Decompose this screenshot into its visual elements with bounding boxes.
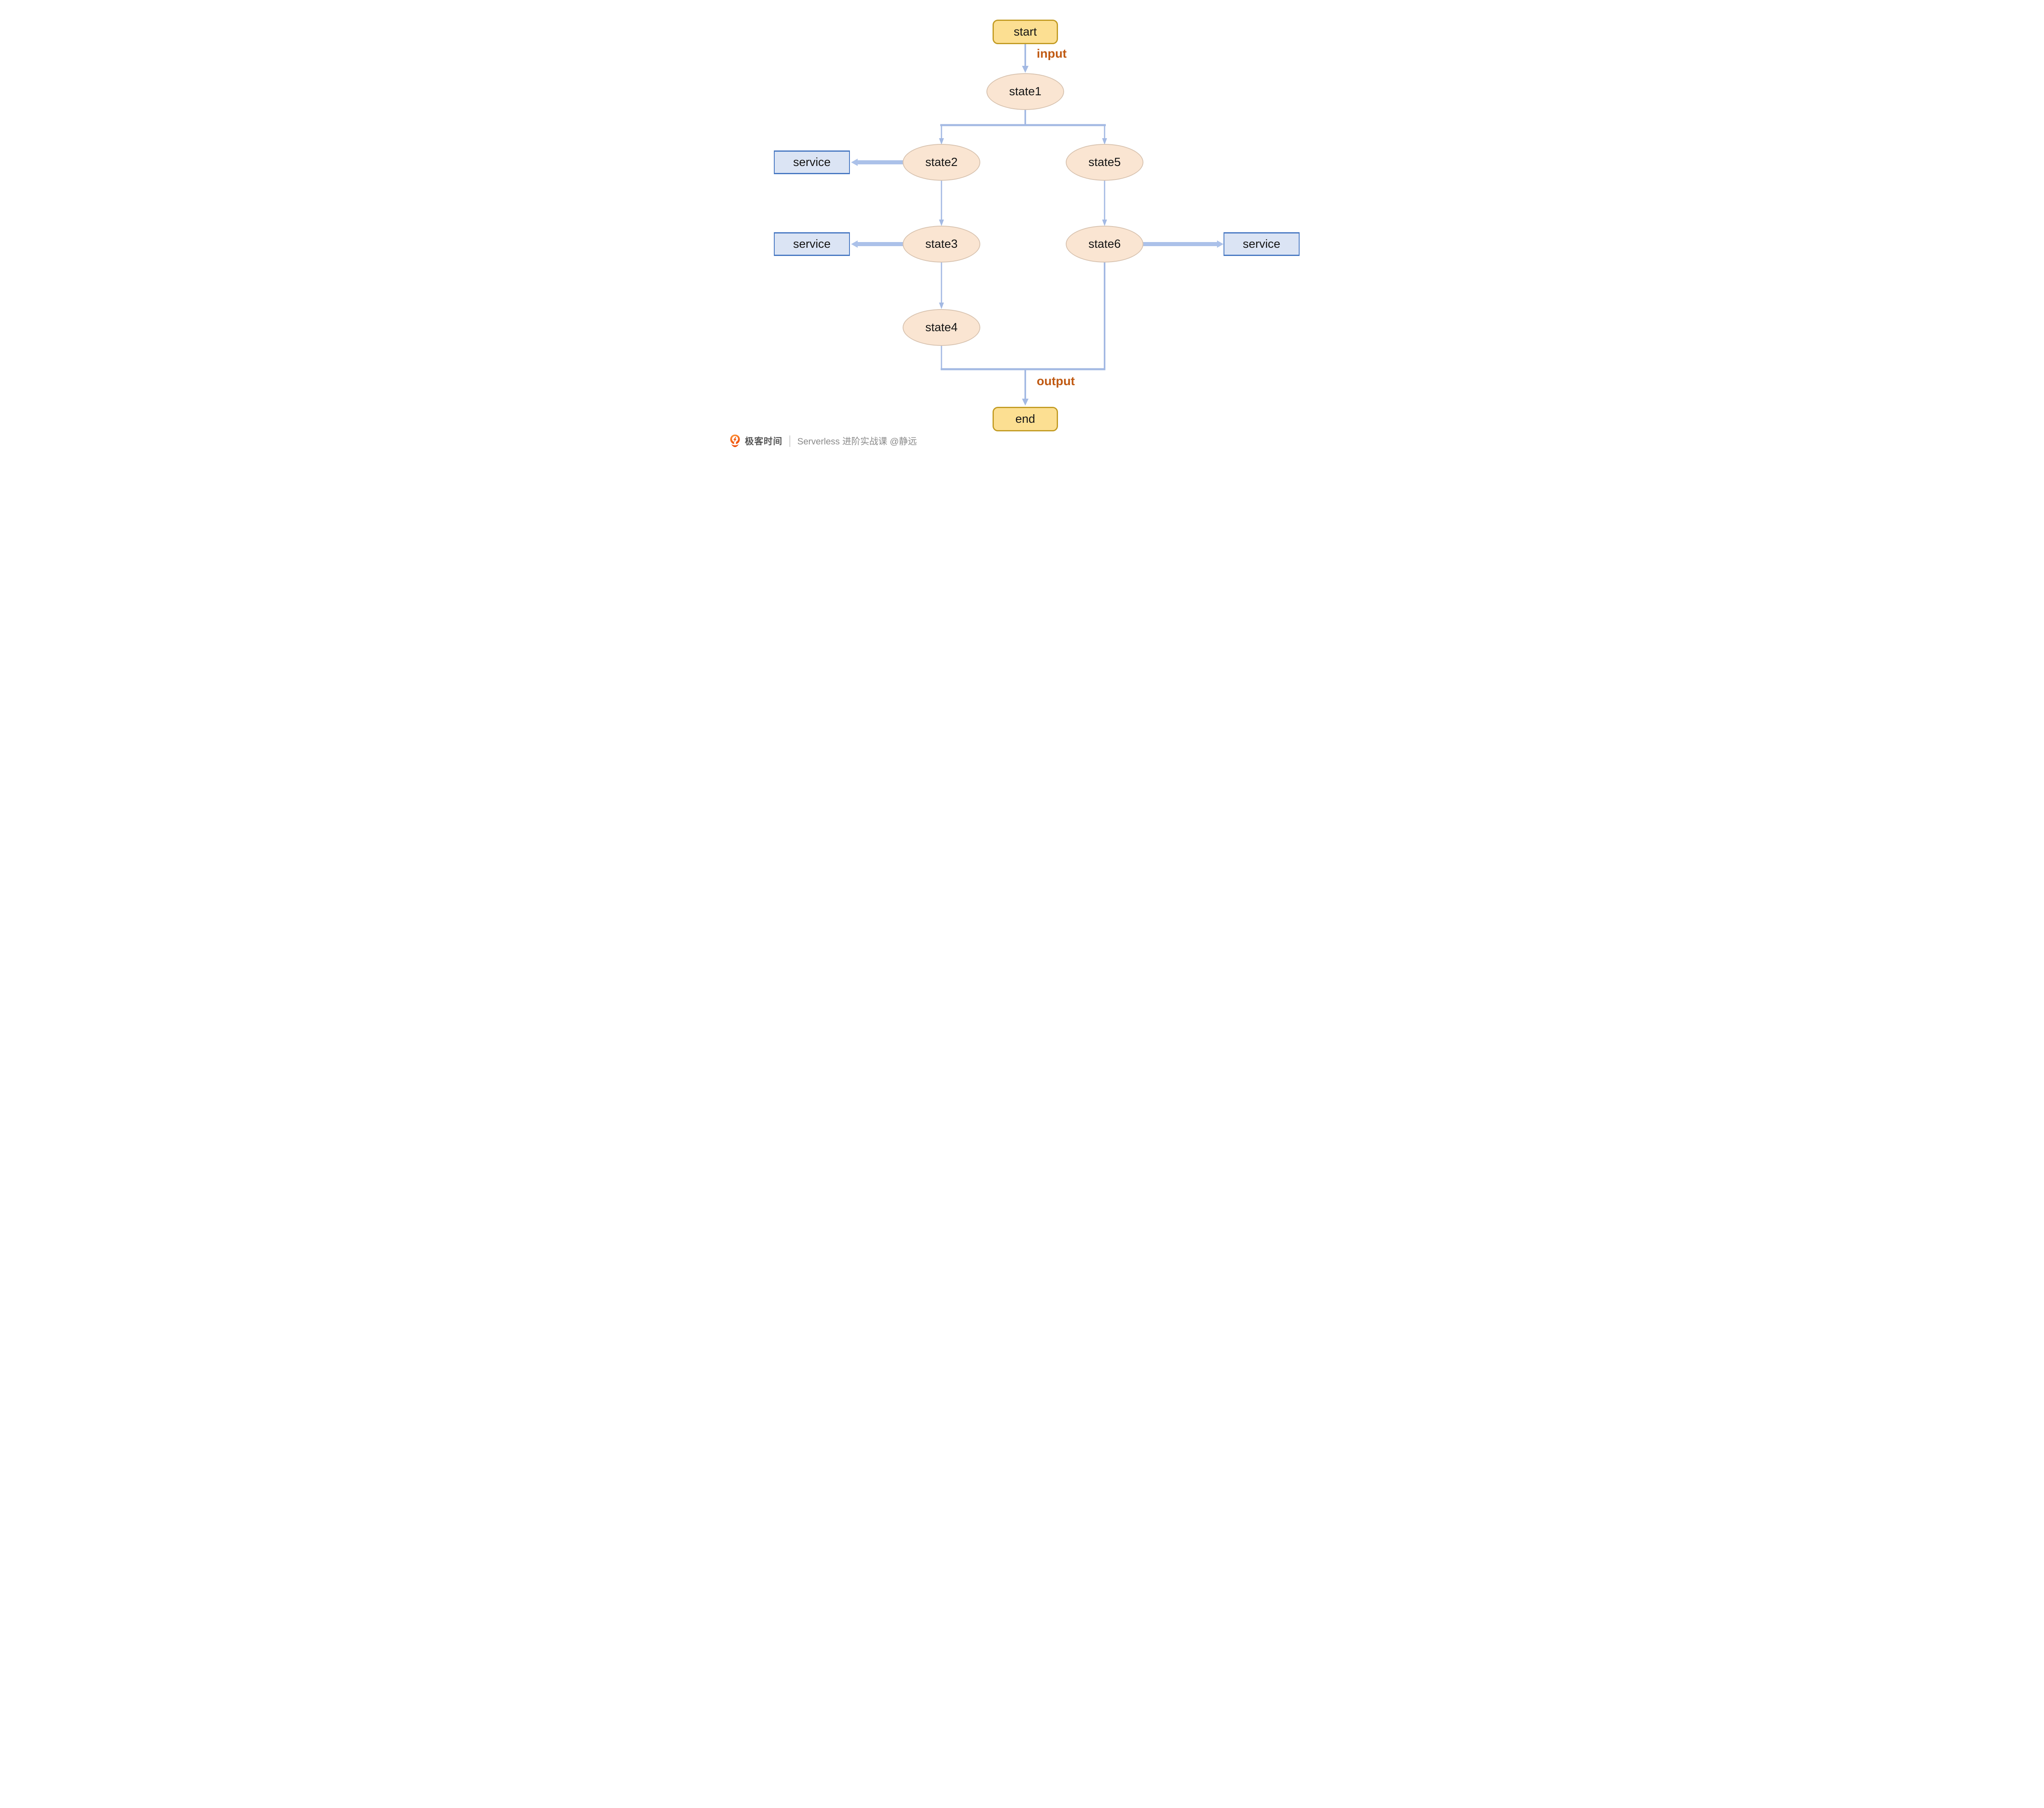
edge-start-state1-arrowhead (1022, 66, 1029, 73)
edge-state5-state6 (1102, 180, 1107, 226)
edge-state3-state4-arrowhead (939, 303, 944, 309)
edge-state2-service (851, 159, 903, 166)
branch-right-arrowhead (1102, 138, 1107, 145)
node-end: end (993, 407, 1058, 431)
edge-state2-state3-arrowhead (939, 220, 944, 226)
node-service-left-top: service (774, 150, 850, 174)
node-service-left-mid: service (774, 232, 850, 256)
edge-state1-branch (939, 110, 1107, 145)
flowchart-canvas: start state1 state2 state5 service state… (707, 0, 1337, 452)
edge-state3-state4 (939, 262, 944, 309)
edge-state2-service-band (857, 160, 903, 164)
edge-state3-service-band (857, 242, 903, 246)
edge-state6-service (1143, 240, 1224, 248)
edge-state5-state6-arrowhead (1102, 220, 1107, 226)
edge-state6-service-arrowhead (1217, 240, 1224, 248)
edge-state2-state3 (939, 180, 944, 226)
node-state4: state4 (903, 309, 980, 346)
footer-watermark: 极客时间 │ Serverless 进阶实战课 @静远 (729, 434, 917, 447)
node-state1: state1 (986, 73, 1064, 110)
edge-state3-service (851, 240, 903, 248)
footer-course-title: Serverless 进阶实战课 @静远 (797, 436, 917, 446)
branch-left-arrowhead (939, 138, 944, 145)
node-start: start (993, 20, 1058, 44)
node-state6: state6 (1066, 226, 1143, 262)
edge-state2-service-arrowhead (851, 159, 858, 166)
edge-state3-service-arrowhead (851, 240, 858, 248)
connector-layer (851, 44, 1224, 406)
edge-merge-end (941, 262, 1105, 406)
node-service-right: service (1224, 232, 1300, 256)
edge-label-input: input (1037, 47, 1067, 61)
edge-label-output: output (1037, 375, 1075, 388)
edge-start-state1 (1022, 44, 1029, 73)
geektime-logo-icon (730, 434, 740, 447)
node-state5: state5 (1066, 144, 1143, 181)
node-state3: state3 (903, 226, 980, 262)
node-state2: state2 (903, 144, 980, 181)
footer-brand: 极客时间 (745, 436, 783, 446)
output-arrowhead (1022, 399, 1029, 406)
footer-separator: │ (787, 435, 793, 446)
edge-state6-service-band (1143, 242, 1217, 246)
